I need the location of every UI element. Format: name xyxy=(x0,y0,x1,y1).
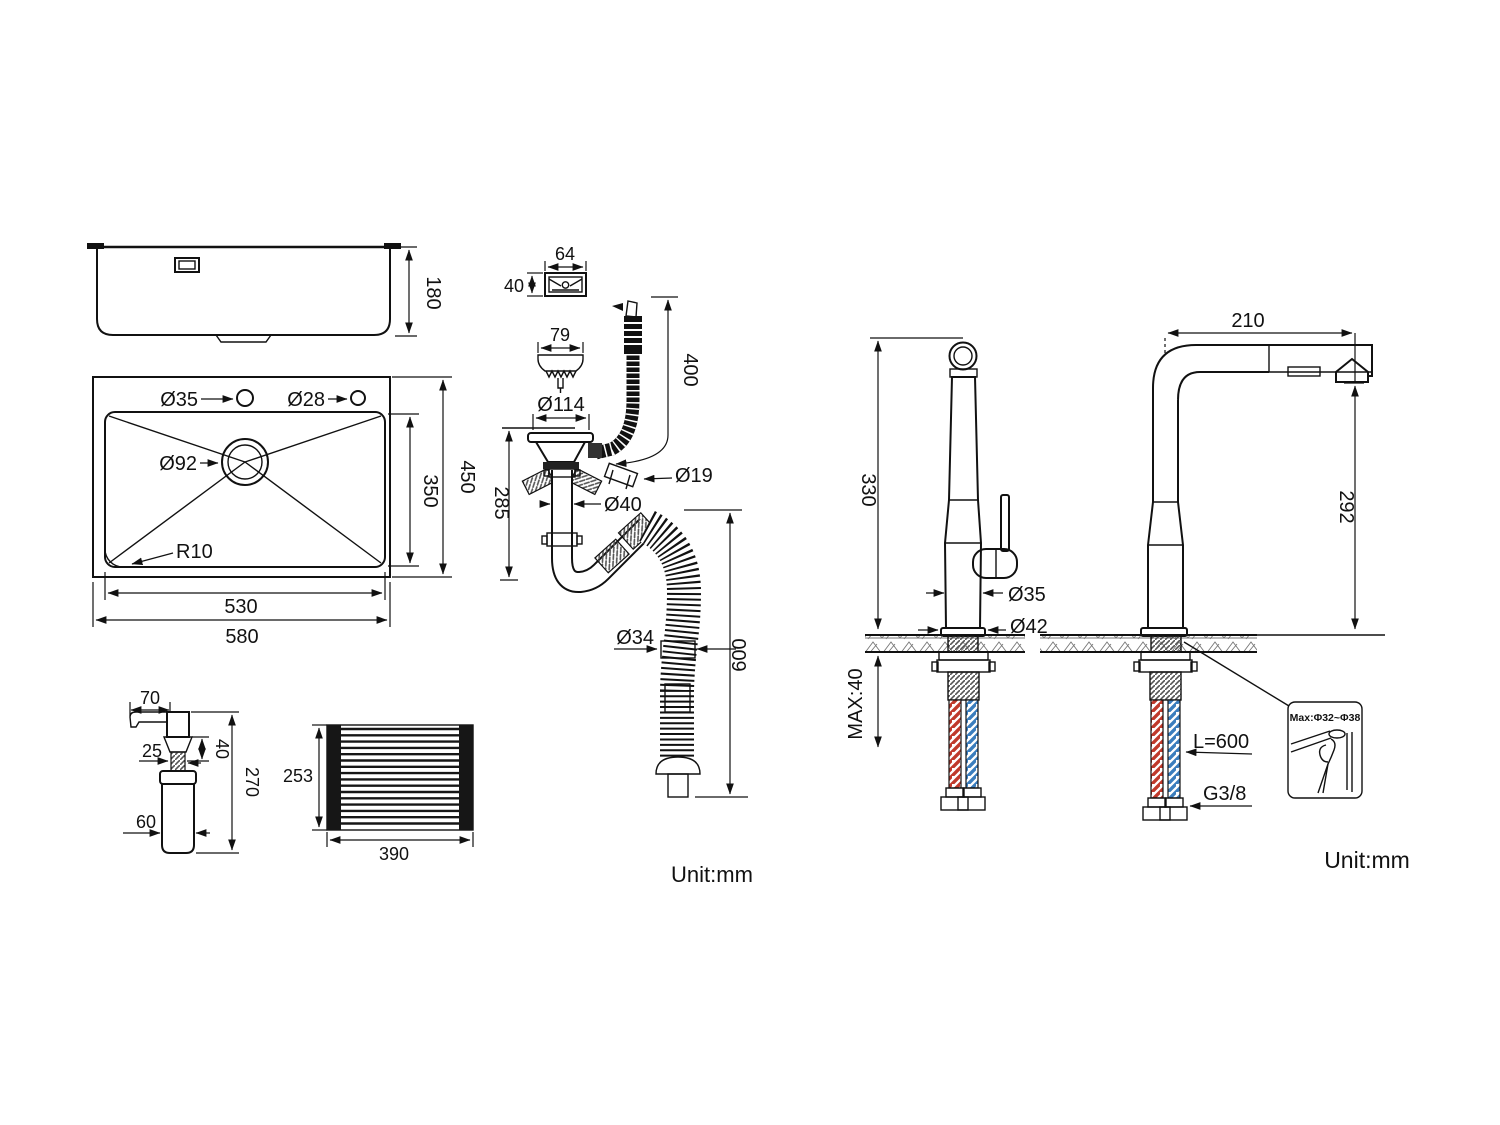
dim-thread-height: 40 xyxy=(212,739,232,759)
sink-side-view: 180 xyxy=(87,243,444,343)
dim-spout-length: 70 xyxy=(140,688,160,708)
dim-sink-height: 180 xyxy=(422,276,444,309)
dim-tailpipe-diameter: Ø40 xyxy=(604,494,642,516)
dim-bowl-depth: 350 xyxy=(419,474,441,507)
dim-total-height: 270 xyxy=(242,767,262,797)
dim-overflow-hose-length: 400 xyxy=(679,353,701,386)
unit-label-left: Unit:mm xyxy=(671,862,753,887)
dim-max-counter-thickness: MAX:40 xyxy=(845,668,867,739)
label-soap-hole: Ø28 xyxy=(287,389,325,411)
dim-flange-diameter: Ø114 xyxy=(537,394,584,416)
dim-bottle-width: 60 xyxy=(136,812,156,832)
dim-body-height: 285 xyxy=(490,486,512,519)
dim-mounting-hole-range: Max:Φ32~Φ38 xyxy=(1290,712,1361,724)
dim-overall-depth: 450 xyxy=(456,460,478,493)
mounting-detail-box: Max:Φ32~Φ38 xyxy=(1287,701,1363,799)
dim-strainer-diameter: 79 xyxy=(550,325,570,345)
drain-assembly-view: 64 40 79 400 Ø114 xyxy=(490,244,751,798)
soap-dispenser-view: 70 25 40 270 60 xyxy=(123,688,262,854)
dim-bowl-width: 530 xyxy=(224,596,257,618)
dim-spout-reach: 210 xyxy=(1231,310,1264,332)
dim-thread-width: 25 xyxy=(142,741,162,761)
dim-overflow-cover-height: 40 xyxy=(504,276,524,296)
dim-waste-hose-length: 600 xyxy=(729,638,751,671)
dim-rack-depth: 253 xyxy=(283,766,313,786)
dim-body-diameter: Ø35 xyxy=(1008,584,1046,606)
label-faucet-hole: Ø35 xyxy=(160,389,198,411)
label-drain-hole: Ø92 xyxy=(159,453,197,475)
label-corner-radius: R10 xyxy=(176,541,213,563)
dim-rack-width: 390 xyxy=(379,844,409,864)
dim-overall-width: 580 xyxy=(225,626,258,648)
faucet-front-view: 210 292 L=60 xyxy=(1040,310,1385,821)
unit-label-right: Unit:mm xyxy=(1324,847,1410,873)
rollup-rack-view: 253 390 xyxy=(283,724,474,864)
dim-base-diameter: Ø42 xyxy=(1010,616,1048,638)
dim-thread-size: G3/8 xyxy=(1203,783,1246,805)
dim-waste-hose-diameter: Ø34 xyxy=(616,627,654,649)
faucet-side-view: 330 Ø35 Ø42 xyxy=(845,337,1048,811)
dim-overflow-pipe-diameter: Ø19 xyxy=(675,465,713,487)
dim-overflow-cover-width: 64 xyxy=(555,244,575,264)
sink-top-view: Ø35 Ø28 Ø92 R10 450 350 530 580 xyxy=(92,376,478,648)
dim-supply-hose-length: L=600 xyxy=(1193,731,1249,753)
dim-spout-height: 330 xyxy=(857,473,879,506)
dim-outlet-height: 292 xyxy=(1335,490,1357,523)
